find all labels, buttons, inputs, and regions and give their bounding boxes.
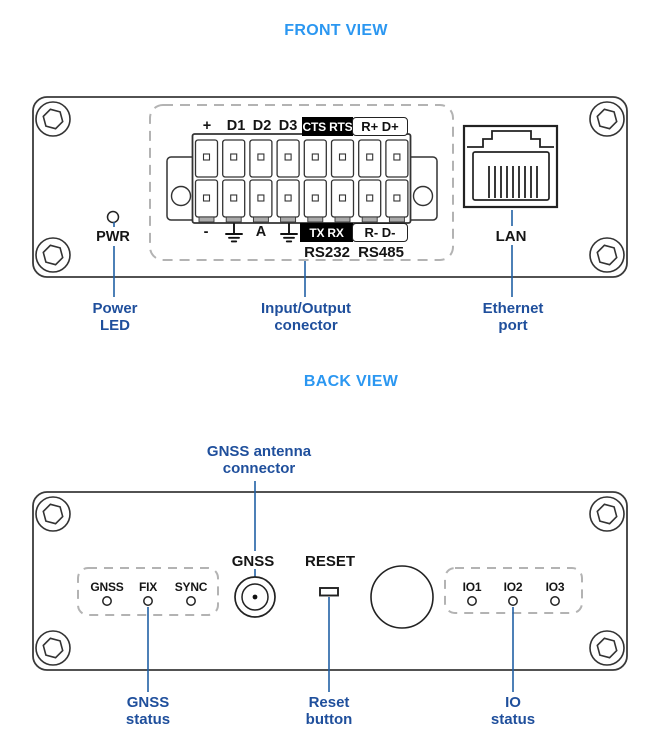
gnss-antenna-callout: GNSS antenna bbox=[206, 443, 312, 460]
gnss-led-group-outline bbox=[77, 567, 219, 616]
io-connector-callout: Input/Output bbox=[261, 300, 351, 317]
back-panel-drawing bbox=[32, 481, 628, 692]
gnss-status-callout: status bbox=[125, 711, 171, 728]
lan-label: LAN bbox=[495, 228, 527, 245]
terminal-block bbox=[191, 133, 412, 224]
ethernet-port-callout: Ethernet bbox=[482, 300, 544, 317]
screw-icon bbox=[589, 101, 625, 137]
led-label-sync: SYNC bbox=[174, 580, 208, 594]
front-panel-drawing bbox=[32, 96, 628, 297]
pin-label-d2: D2 bbox=[252, 118, 272, 134]
power-led-callout: Power bbox=[92, 300, 138, 317]
reset-button-callout: button bbox=[305, 711, 353, 728]
screw-icon bbox=[589, 496, 625, 532]
power-led bbox=[106, 210, 120, 224]
screw-icon bbox=[35, 101, 71, 137]
back-view-title: BACK VIEW bbox=[303, 373, 399, 390]
ethernet-port-drawing bbox=[462, 124, 559, 209]
gnss-antenna-connector bbox=[234, 576, 276, 618]
rs232-label: RS232 bbox=[304, 244, 350, 261]
pin-label-minus: - bbox=[203, 224, 209, 240]
pin-label-a: A bbox=[255, 224, 267, 240]
pin-label-d1: D1 bbox=[226, 118, 246, 134]
gnss-status-callout: GNSS bbox=[126, 694, 170, 711]
io-status-callout: IO bbox=[505, 694, 521, 711]
pin-label-d3: D3 bbox=[278, 118, 298, 134]
rplus-dplus-box: R+ D+ bbox=[352, 117, 408, 136]
tx-rx-badge: TX RX bbox=[300, 223, 353, 242]
rs485-label: RS485 bbox=[358, 244, 404, 261]
gnss-status-leds bbox=[102, 596, 196, 606]
screw-icon bbox=[35, 496, 71, 532]
power-led-callout: LED bbox=[100, 317, 130, 334]
led-label-gnss: GNSS bbox=[90, 580, 124, 594]
led-label-io1: IO1 bbox=[462, 580, 482, 594]
led-label-io3: IO3 bbox=[545, 580, 565, 594]
antenna-hole bbox=[370, 565, 434, 629]
rminus-dminus-box: R- D- bbox=[352, 223, 408, 242]
cts-rts-badge: CTS RTS bbox=[302, 117, 353, 136]
screw-icon bbox=[589, 630, 625, 666]
io-connector-callout: conector bbox=[274, 317, 338, 334]
pwr-label: PWR bbox=[96, 229, 130, 245]
pin-label-plus: + bbox=[202, 118, 212, 134]
ethernet-port-callout: port bbox=[498, 317, 528, 334]
back-callout-lines bbox=[147, 597, 514, 692]
io-status-leds bbox=[467, 596, 560, 606]
reset-button-callout: Reset bbox=[308, 694, 350, 711]
io-status-callout: status bbox=[490, 711, 536, 728]
front-callout-lines bbox=[113, 210, 513, 297]
screw-icon bbox=[35, 630, 71, 666]
reset-port-label: RESET bbox=[304, 553, 356, 570]
reset-button-drawing bbox=[319, 587, 339, 597]
led-label-io2: IO2 bbox=[503, 580, 523, 594]
io-region-dashed-outline bbox=[149, 104, 454, 261]
gnss-port-label: GNSS bbox=[231, 553, 275, 570]
screw-icon bbox=[35, 237, 71, 273]
led-label-fix: FIX bbox=[138, 580, 158, 594]
screw-icon bbox=[589, 237, 625, 273]
front-view-title: FRONT VIEW bbox=[284, 22, 388, 39]
gnss-antenna-callout: connector bbox=[222, 460, 296, 477]
